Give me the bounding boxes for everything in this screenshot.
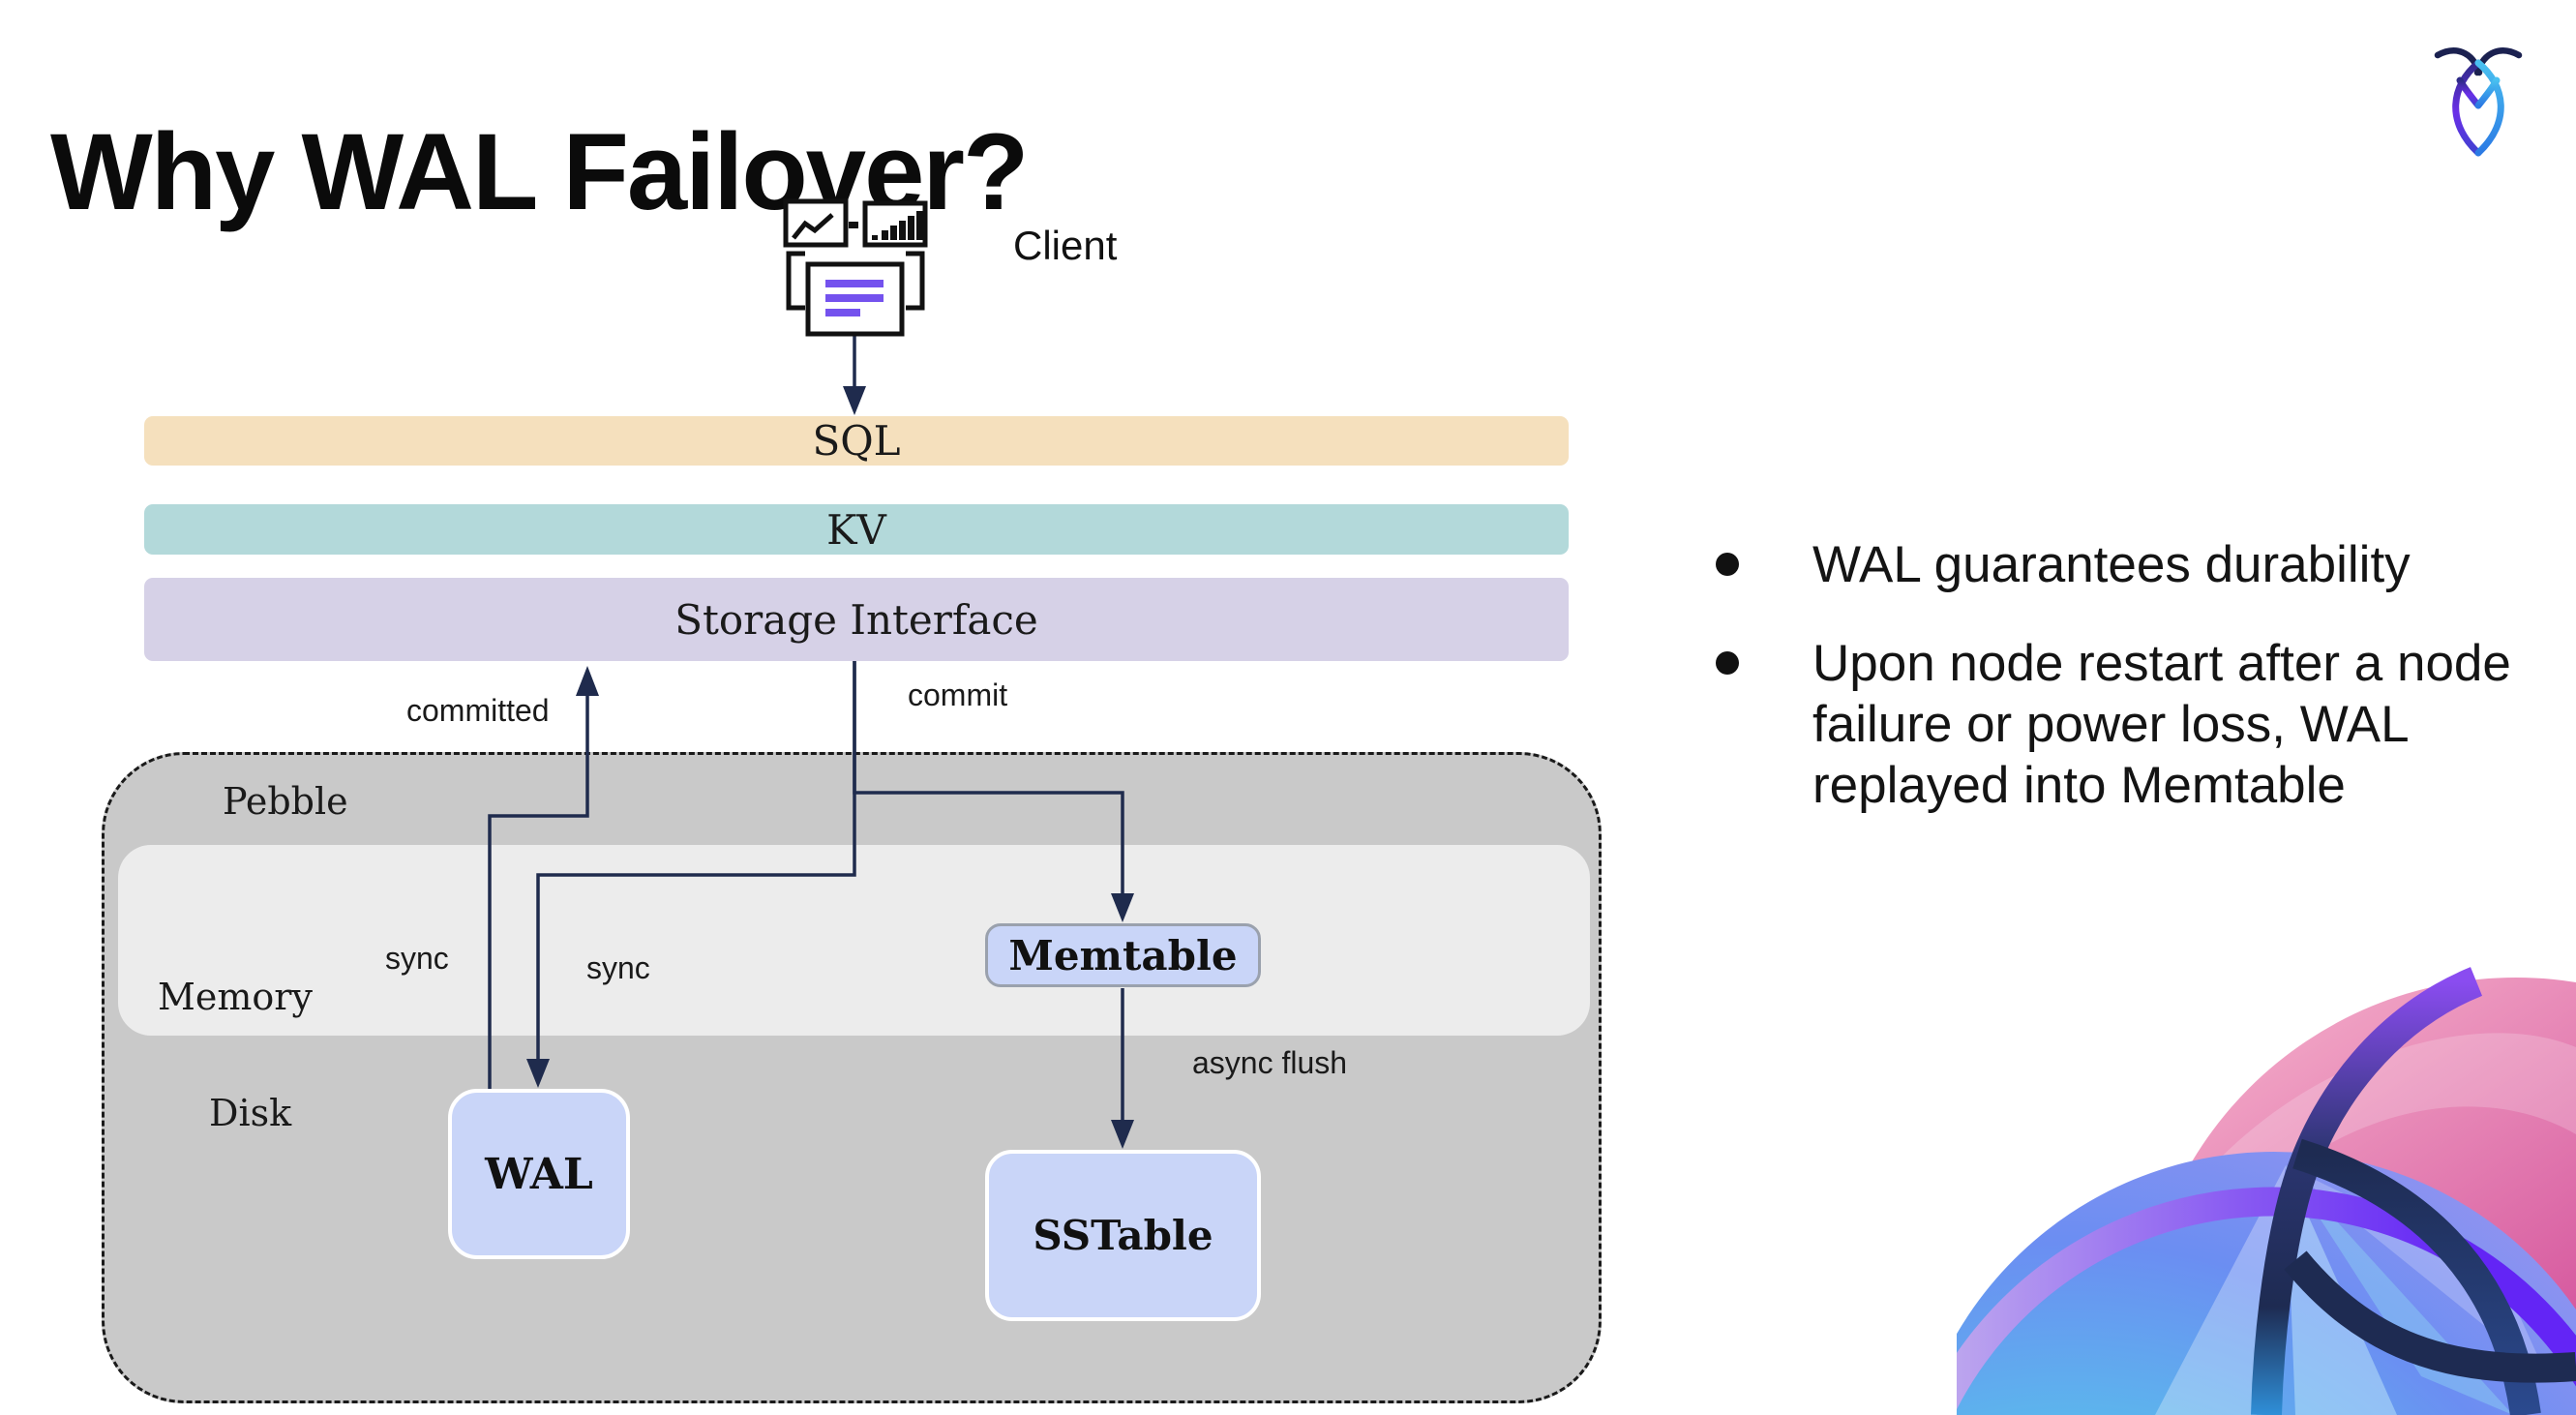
- document-text-lines: [825, 280, 884, 316]
- deco-navy-stroke-3: [2284, 1250, 2576, 1383]
- bracket-right-icon: [906, 251, 925, 311]
- bullet-dot: [1716, 651, 1739, 675]
- bullet-text: Upon node restart after a node failure o…: [1812, 635, 2511, 814]
- bullet-list: WAL guarantees durability Upon node rest…: [1715, 534, 2557, 816]
- edge-label-async-flush: async flush: [1192, 1045, 1348, 1080]
- cockroachdb-logo-icon: [2434, 47, 2523, 157]
- logo-stem-right: [2474, 76, 2501, 109]
- memtable-node-label: Memtable: [1008, 931, 1238, 979]
- sstable-node-label: SSTable: [1033, 1212, 1213, 1259]
- logo-body-right: [2474, 59, 2504, 157]
- deco-purple-arc: [1957, 1187, 2576, 1410]
- layer-bar-storage-interface: Storage Interface: [144, 578, 1569, 661]
- document-icon: [805, 261, 905, 337]
- page-title: Why WAL Failover?: [50, 111, 1029, 233]
- bullet-dot: [1716, 553, 1739, 576]
- edge-label-sync-wal: sync: [385, 941, 449, 976]
- memtable-node: Memtable: [985, 923, 1261, 987]
- wal-node: WAL: [448, 1089, 630, 1259]
- edge-label-sync-storage: sync: [586, 950, 650, 985]
- wal-node-label: WAL: [485, 1149, 593, 1199]
- logo-body-left: [2452, 59, 2482, 157]
- arrowhead-up-icon: [576, 666, 599, 696]
- edge-label-committed: committed: [406, 693, 550, 728]
- arrowhead-down-icon: [843, 386, 866, 415]
- layer-bar-kv-label: KV: [826, 505, 886, 554]
- layer-bar-storage-interface-label: Storage Interface: [674, 595, 1038, 644]
- bullet-item: Upon node restart after a node failure o…: [1715, 633, 2557, 816]
- logo-stem-left: [2456, 76, 2482, 109]
- deco-navy-stroke-1: [2251, 967, 2483, 1415]
- memory-label: Memory: [158, 976, 313, 1018]
- layer-bar-sql-label: SQL: [812, 417, 901, 465]
- disk-label: Disk: [209, 1092, 292, 1134]
- bullet-item: WAL guarantees durability: [1715, 534, 2557, 595]
- layer-bar-sql: SQL: [144, 416, 1569, 466]
- sstable-node: SSTable: [985, 1150, 1261, 1321]
- edge-label-commit: commit: [908, 677, 1008, 712]
- bracket-left-icon: [786, 251, 805, 311]
- deco-pink-highlight: [2150, 1033, 2576, 1289]
- memory-region: [118, 845, 1590, 1036]
- bullet-text: WAL guarantees durability: [1812, 536, 2411, 593]
- decorative-artwork: [1957, 967, 2576, 1415]
- pebble-label: Pebble: [223, 780, 348, 823]
- layer-bar-kv: KV: [144, 504, 1569, 555]
- client-label: Client: [1013, 223, 1118, 268]
